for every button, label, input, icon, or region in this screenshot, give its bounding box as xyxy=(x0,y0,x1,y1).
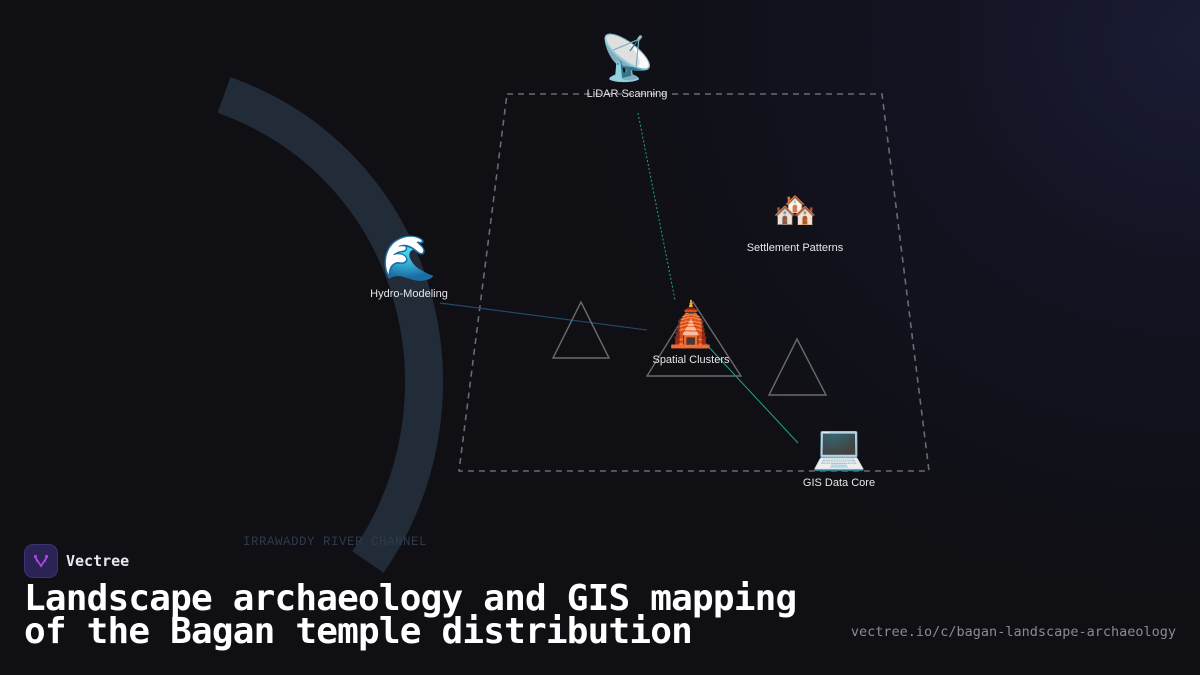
source-url[interactable]: vectree.io/c/bagan-landscape-archaeology xyxy=(850,624,1176,640)
edge-lidar-spatial xyxy=(637,112,676,301)
node-hydro-modeling[interactable]: 🌊 Hydro-Modeling xyxy=(370,233,448,301)
temple-marker-triangle xyxy=(551,300,611,359)
brand-name: Vectree xyxy=(66,552,130,570)
title-line-2: of the Bagan temple distribution xyxy=(24,611,693,652)
brand: Vectree xyxy=(24,544,129,578)
water-wave-icon: 🌊 xyxy=(381,233,437,284)
satellite-antenna-icon: 📡 xyxy=(599,33,655,84)
vectree-logo-icon xyxy=(24,544,58,578)
title-line-1: Landscape archaeology and GIS mapping xyxy=(24,578,797,619)
site-boundary xyxy=(458,93,930,472)
node-label: Settlement Patterns xyxy=(746,242,844,254)
node-lidar-scanning[interactable]: 📡 LiDAR Scanning xyxy=(586,33,668,101)
node-label: GIS Data Core xyxy=(802,477,876,489)
temple-marker-triangle xyxy=(767,337,828,396)
houses-icon: 🏘️ xyxy=(772,190,818,231)
temple-icon: 🛕 xyxy=(663,299,719,350)
page-title: Landscape archaeology and GIS mapping of… xyxy=(24,578,797,652)
node-label: Spatial Clusters xyxy=(652,354,730,366)
edge-hydro-spatial xyxy=(439,302,648,331)
laptop-icon: 💻 xyxy=(811,422,867,473)
node-gis-data-core[interactable]: 💻 GIS Data Core xyxy=(802,422,876,490)
node-label: Hydro-Modeling xyxy=(370,288,448,300)
node-settlement-patterns[interactable]: 🏘️ Settlement Patterns xyxy=(747,186,844,254)
river-channel xyxy=(217,77,443,573)
edge-spatial-gis xyxy=(692,329,799,444)
river-label: IRRAWADDY RIVER CHANNEL xyxy=(243,535,428,549)
node-label: LiDAR Scanning xyxy=(586,88,668,100)
node-spatial-clusters[interactable]: 🛕 Spatial Clusters xyxy=(652,299,730,367)
temple-marker-triangle xyxy=(645,300,743,377)
